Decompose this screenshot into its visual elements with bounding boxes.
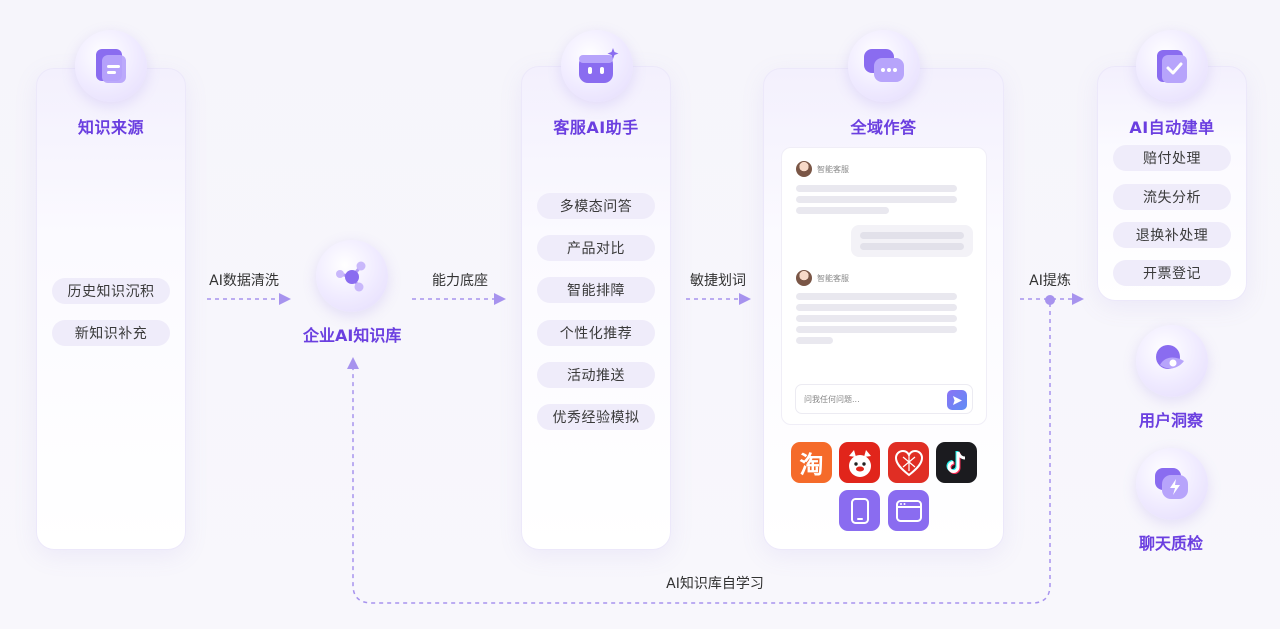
self-learning-loop	[347, 303, 1051, 604]
knowledge-source-orb	[75, 30, 147, 102]
qa-title: 聊天质检	[1139, 534, 1204, 553]
chat-bubbles-icon	[864, 49, 904, 82]
insight-title: 用户洞察	[1139, 411, 1204, 430]
taobao-icon: 淘	[791, 442, 832, 483]
flow-label-extract: AI提炼	[1029, 273, 1071, 289]
assistant-item-experience: 优秀经验模拟	[537, 404, 655, 430]
pinduoduo-icon	[888, 442, 929, 483]
assistant-orb	[561, 30, 633, 102]
network-hub-icon	[336, 261, 366, 292]
ticket-orb	[1136, 30, 1208, 102]
flow-label-self-learning: AI知识库自学习	[666, 576, 764, 592]
ticket-item-compensation: 赔付处理	[1113, 145, 1231, 171]
robot-icon	[579, 48, 619, 83]
taobao-glyph: 淘	[799, 451, 824, 479]
ticket-item-churn: 流失分析	[1113, 184, 1231, 210]
assistant-item-recommend: 个性化推荐	[537, 320, 655, 346]
agent-avatar	[796, 161, 812, 177]
message-line	[796, 293, 957, 300]
agent-name: 智能客服	[817, 164, 849, 174]
message-line	[796, 207, 889, 214]
agent-avatar	[796, 270, 812, 286]
answer-title: 全域作答	[850, 118, 917, 137]
message-line	[796, 315, 957, 322]
message-line	[796, 185, 957, 192]
assistant-item-multimodal: 多模态问答	[537, 193, 655, 219]
kb-title: 企业AI知识库	[303, 326, 402, 345]
message-line	[860, 243, 964, 250]
agent-header-1: 智能客服	[796, 161, 849, 177]
loop-node	[1045, 295, 1055, 305]
sources-card: 知识来源	[36, 68, 186, 550]
chat-input[interactable]: 问我任何问题...	[795, 384, 973, 414]
agent-header-2: 智能客服	[796, 270, 849, 286]
flow-label-cleaning: AI数据清洗	[209, 273, 279, 289]
assistant-title: 客服AI助手	[553, 118, 639, 137]
eye-insight-icon	[1156, 345, 1184, 369]
chat-preview: 智能客服 智能客服 问我任何问题...	[781, 147, 987, 425]
source-item-history: 历史知识沉积	[52, 278, 170, 304]
message-line	[860, 232, 964, 239]
assistant-item-compare: 产品对比	[537, 235, 655, 261]
document-icon	[96, 49, 126, 83]
knowledge-base-orb	[316, 240, 388, 312]
send-button[interactable]	[947, 390, 967, 410]
ticket-title: AI自动建单	[1129, 118, 1215, 137]
message-line	[796, 337, 833, 344]
user-message-bubble	[851, 225, 973, 257]
source-item-new: 新知识补充	[52, 320, 170, 346]
agent-name: 智能客服	[817, 273, 849, 283]
web-browser-icon	[888, 490, 929, 531]
assistant-item-promotion: 活动推送	[537, 362, 655, 388]
message-line	[796, 196, 957, 203]
assistant-card: 客服AI助手	[521, 66, 671, 550]
flow-label-capability: 能力底座	[432, 273, 488, 289]
jd-icon	[839, 442, 880, 483]
ticket-item-return: 退换补处理	[1113, 222, 1231, 248]
message-line	[796, 326, 957, 333]
mobile-app-icon	[839, 490, 880, 531]
douyin-icon	[936, 442, 977, 483]
checklist-icon	[1157, 50, 1187, 83]
assistant-item-troubleshoot: 智能排障	[537, 277, 655, 303]
send-icon	[952, 395, 962, 405]
sources-title: 知识来源	[77, 118, 144, 137]
answer-orb	[848, 30, 920, 102]
ticket-item-invoice: 开票登记	[1113, 260, 1231, 286]
chat-input-placeholder: 问我任何问题...	[804, 395, 860, 404]
chat-quality-icon	[1155, 468, 1188, 499]
qa-orb	[1136, 448, 1208, 520]
flow-label-routing: 敏捷划词	[690, 273, 746, 289]
message-line	[796, 304, 957, 311]
insight-orb	[1136, 325, 1208, 397]
